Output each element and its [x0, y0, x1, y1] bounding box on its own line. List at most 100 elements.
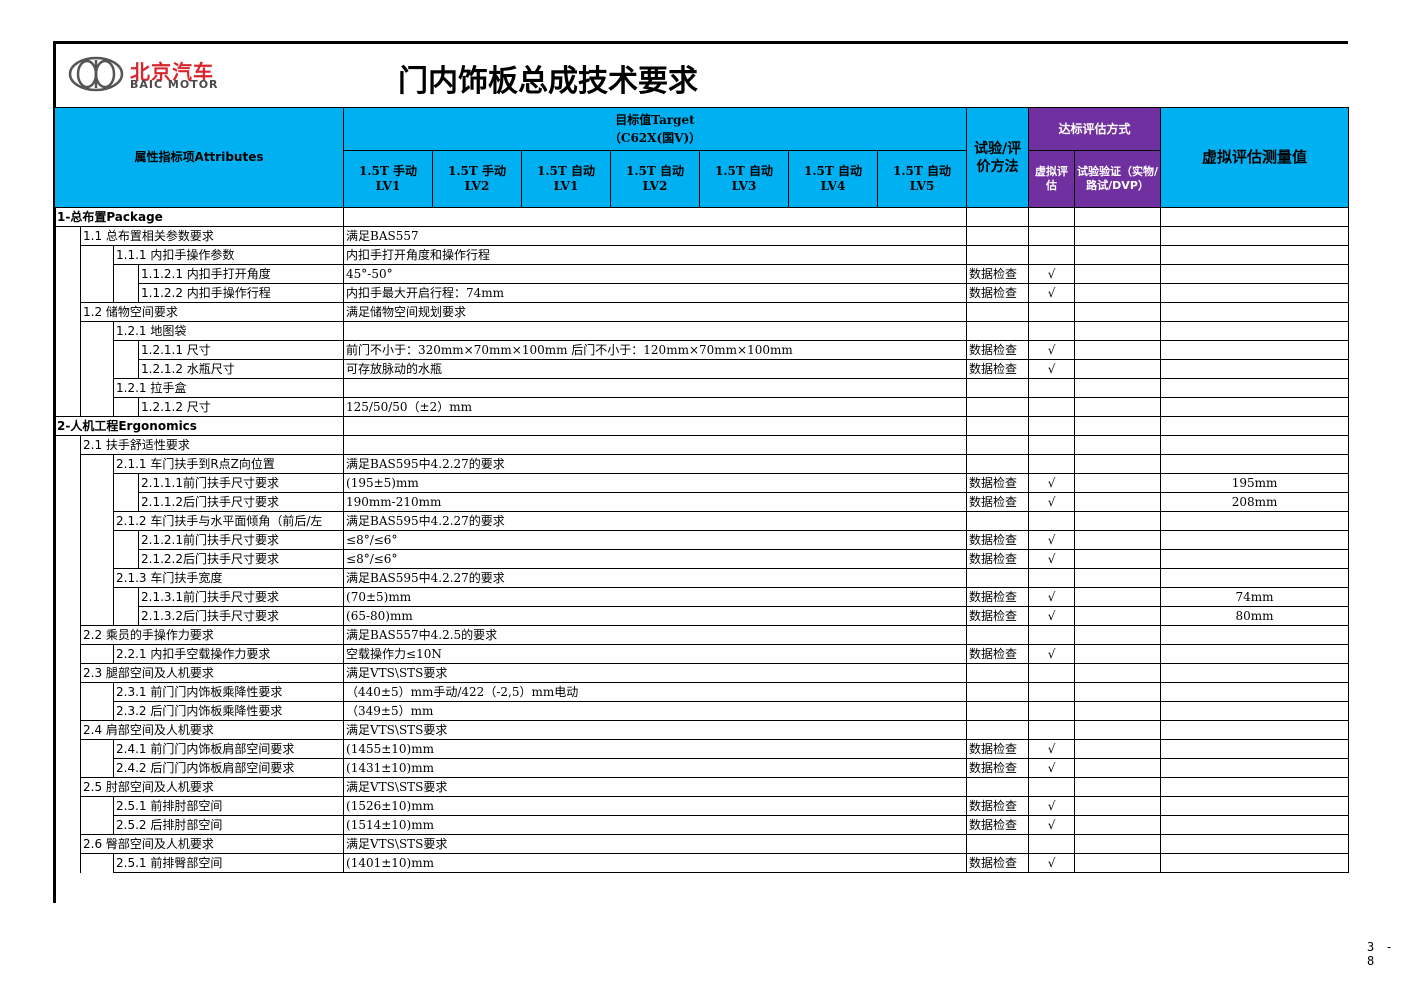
test-verify-cell [1074, 226, 1162, 246]
virtual-measure-value [1160, 264, 1350, 284]
attribute-label: 2.1.1.2后门扶手尺寸要求 [137, 492, 345, 512]
indent-cell [54, 834, 81, 854]
indent-cell [80, 511, 114, 531]
attribute-label: 2.1.1.1前门扶手尺寸要求 [137, 473, 345, 493]
indent-cell [113, 264, 139, 284]
method-cell: 数据检查 [966, 340, 1030, 360]
table-row: 2.1.2 车门扶手与水平面倾角（前后/左满足BAS595中4.2.27的要求 [54, 511, 1350, 531]
indent-cell [54, 625, 81, 645]
target-requirement: (195±5)mm [343, 473, 968, 493]
logo-text-cn: 北京汽车 [130, 60, 214, 84]
indent-cell [54, 492, 81, 512]
virtual-measure-value [1160, 511, 1350, 531]
virtual-measure-value [1160, 245, 1350, 265]
test-verify-cell [1074, 796, 1162, 816]
indent-cell [80, 606, 114, 626]
test-verify-cell [1074, 492, 1162, 512]
target-requirement [343, 207, 968, 227]
target-requirement: (1514±10)mm [343, 815, 968, 835]
virtual-measure-value [1160, 302, 1350, 322]
indent-cell [80, 530, 114, 550]
target-requirement: (65-80)mm [343, 606, 968, 626]
virtual-eval-check: √ [1028, 815, 1076, 835]
indent-cell [80, 321, 114, 341]
attribute-label: 2.6 臀部空间及人机要求 [79, 834, 345, 854]
virtual-eval-check: √ [1028, 264, 1076, 284]
header-virtual-eval: 虚拟评估 [1028, 150, 1076, 208]
table-row: 1.2.1 拉手盒 [54, 378, 1350, 398]
method-cell: 数据检查 [966, 644, 1030, 664]
header-target-line2: （C62X(国V)） [608, 131, 702, 145]
indent-cell [54, 758, 81, 778]
virtual-eval-check: √ [1028, 473, 1076, 493]
indent-cell [54, 435, 81, 455]
target-requirement: 满足BAS557 [343, 226, 968, 246]
target-requirement [343, 416, 968, 436]
target-requirement: 满足VTS\STS要求 [343, 777, 968, 797]
indent-cell [54, 644, 81, 664]
indent-cell [113, 397, 139, 417]
method-cell: 数据检查 [966, 492, 1030, 512]
indent-cell [54, 378, 81, 398]
target-requirement [343, 321, 968, 341]
indent-cell [54, 264, 81, 284]
virtual-eval-check [1028, 663, 1076, 683]
test-verify-cell [1074, 739, 1162, 759]
virtual-measure-value [1160, 739, 1350, 759]
logo-text-en: BAIC MOTOR [130, 78, 219, 91]
method-cell: 数据检查 [966, 606, 1030, 626]
table-row: 2.3 腿部空间及人机要求满足VTS\STS要求 [54, 663, 1350, 683]
virtual-measure-value [1160, 777, 1350, 797]
virtual-eval-check: √ [1028, 644, 1076, 664]
virtual-measure-value [1160, 435, 1350, 455]
method-cell [966, 720, 1030, 740]
indent-cell [113, 340, 139, 360]
attribute-label: 1.1 总布置相关参数要求 [79, 226, 345, 246]
attribute-label: 2.4.2 后门门内饰板肩部空间要求 [112, 758, 345, 778]
virtual-measure-value: 80mm [1160, 606, 1350, 626]
virtual-measure-value [1160, 701, 1350, 721]
target-requirement: （349±5）mm [343, 701, 968, 721]
target-requirement: 满足VTS\STS要求 [343, 720, 968, 740]
indent-cell [80, 758, 114, 778]
indent-cell [54, 454, 81, 474]
indent-cell [113, 359, 139, 379]
method-cell: 数据检查 [966, 359, 1030, 379]
test-verify-cell [1074, 454, 1162, 474]
virtual-measure-value [1160, 644, 1350, 664]
table-row: 2.3.2 后门门内饰板乘降性要求（349±5）mm [54, 701, 1350, 721]
attribute-label: 2-人机工程Ergonomics [53, 416, 345, 436]
virtual-eval-check [1028, 701, 1076, 721]
indent-cell [80, 340, 114, 360]
indent-cell [113, 549, 139, 569]
virtual-measure-value [1160, 416, 1350, 436]
test-verify-cell [1074, 378, 1162, 398]
virtual-eval-check: √ [1028, 587, 1076, 607]
test-verify-cell [1074, 853, 1162, 873]
table-row: 2.1.2.1前门扶手尺寸要求≤8°/≤6°数据检查√ [54, 530, 1350, 550]
test-verify-cell [1074, 340, 1162, 360]
table-row: 2.3.1 前门门内饰板乘降性要求（440±5）mm手动/422（-2,5）mm… [54, 682, 1350, 702]
virtual-measure-value [1160, 359, 1350, 379]
indent-cell [113, 283, 139, 303]
method-cell [966, 625, 1030, 645]
virtual-eval-check [1028, 416, 1076, 436]
indent-cell [113, 492, 139, 512]
baic-logo: 北京汽车 BAIC MOTOR [68, 56, 228, 96]
indent-cell [54, 511, 81, 531]
test-verify-cell [1074, 530, 1162, 550]
attribute-label: 2.4.1 前门门内饰板肩部空间要求 [112, 739, 345, 759]
method-cell [966, 777, 1030, 797]
virtual-eval-check [1028, 454, 1076, 474]
virtual-measure-value [1160, 454, 1350, 474]
indent-cell [113, 587, 139, 607]
method-cell [966, 682, 1030, 702]
method-cell [966, 701, 1030, 721]
attribute-label: 2.2.1 内扣手空载操作力要求 [112, 644, 345, 664]
method-cell: 数据检查 [966, 739, 1030, 759]
virtual-eval-check: √ [1028, 359, 1076, 379]
